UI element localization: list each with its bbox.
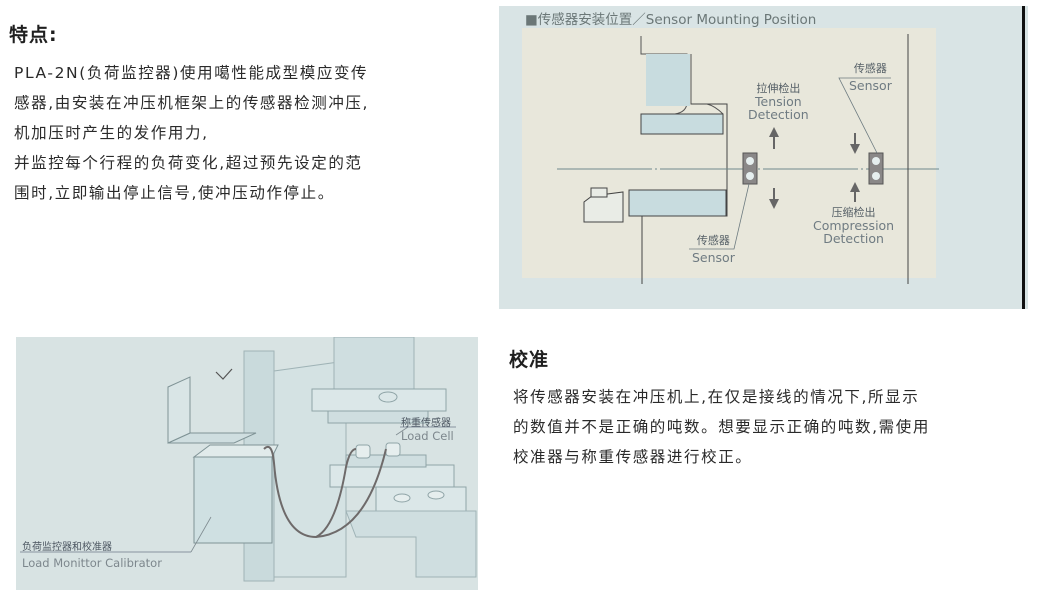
tension-en-2: Detection bbox=[748, 107, 809, 122]
features-line: PLA-2N(负荷监控器)使用噶性能成型模应变传 bbox=[14, 64, 369, 82]
sensor-right-cn: 传感器 bbox=[853, 62, 887, 75]
calibrator-label: 负荷监控器和校准器 Load Monittor Calibrator bbox=[22, 538, 162, 570]
features-line: 并监控每个行程的负荷变化,超过预先设定的范 bbox=[14, 154, 363, 172]
features-line: 机加压时产生的发作用力, bbox=[14, 124, 209, 142]
calibration-paragraph: 将传感器安装在冲压机上,在仅是接线的情况下,所显示 的数值并不是正确的吨数。想要… bbox=[513, 382, 930, 472]
sensor-left-label: 传感器 Sensor bbox=[692, 234, 735, 264]
image-edge-divider bbox=[1022, 6, 1025, 309]
calibration-heading: 校准 bbox=[509, 349, 550, 371]
calibrator-en: Load Monittor Calibrator bbox=[22, 556, 162, 570]
press-calibrator-drawing bbox=[20, 337, 477, 582]
tension-en: Tension bbox=[755, 94, 802, 109]
features-heading: 特点: bbox=[9, 24, 58, 46]
calibration-line: 的数值并不是正确的吨数。想要显示正确的吨数,需使用 bbox=[513, 418, 930, 436]
features-paragraph: PLA-2N(负荷监控器)使用噶性能成型模应变传 感器,由安装在冲压机框架上的传… bbox=[14, 58, 369, 208]
compression-detection-label: 压缩检出 Compression Detection bbox=[813, 206, 894, 245]
tension-cn: 拉伸检出 bbox=[756, 82, 801, 95]
features-line: 感器,由安装在冲压机框架上的传感器检测冲压, bbox=[14, 94, 370, 112]
press-frame-drawing bbox=[557, 34, 939, 284]
calibration-line: 将传感器安装在冲压机上,在仅是接线的情况下,所显示 bbox=[513, 388, 920, 406]
calibrator-cn: 负荷监控器和校准器 bbox=[22, 542, 112, 553]
features-line: 围时,立即输出停止信号,使冲压动作停止。 bbox=[14, 184, 335, 202]
compression-cn: 压缩检出 bbox=[831, 206, 876, 219]
sensor-right-en: Sensor bbox=[849, 78, 892, 93]
diagram-title: ■传感器安装位置／Sensor Mounting Position bbox=[525, 12, 817, 28]
calibration-illustration: 称重传感器 Load Cell 负荷监控器和校准器 Load Monittor … bbox=[16, 337, 478, 590]
sensor-left-en: Sensor bbox=[692, 250, 735, 265]
diagram-background bbox=[522, 28, 936, 278]
sensor-left-cn: 传感器 bbox=[696, 234, 730, 247]
sensor-right-label: 传感器 Sensor bbox=[849, 62, 892, 92]
load-cell-cn: 称重传感器 bbox=[401, 418, 451, 429]
compression-en-2: Detection bbox=[823, 231, 884, 246]
tension-detection-label: 拉伸检出 Tension Detection bbox=[748, 82, 809, 121]
load-cell-label: 称重传感器 Load Cell bbox=[401, 414, 454, 443]
sensor-mounting-diagram: ■传感器安装位置／Sensor Mounting Position bbox=[499, 6, 1028, 309]
load-cell-en: Load Cell bbox=[401, 429, 454, 443]
compression-en: Compression bbox=[813, 218, 895, 233]
calibration-line: 校准器与称重传感器进行校正。 bbox=[513, 448, 753, 466]
